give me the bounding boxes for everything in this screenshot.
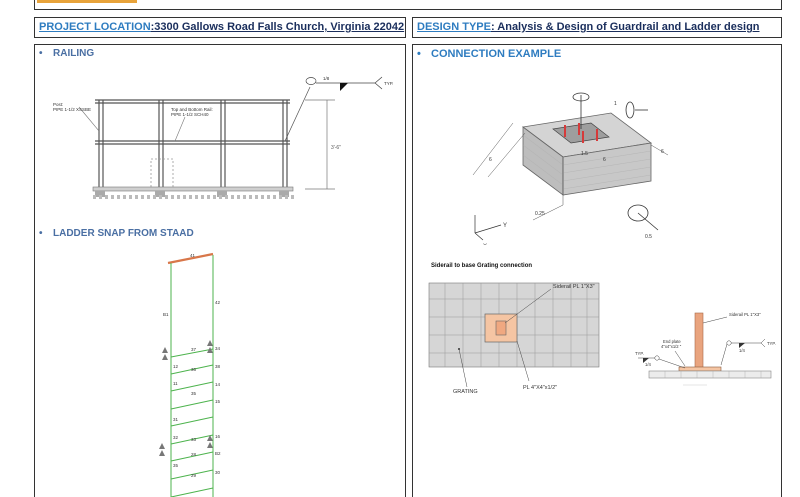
detail-typ-left: TYP. xyxy=(635,351,644,356)
right-panel: •CONNECTION EXAMPLE xyxy=(412,44,782,497)
design-type-cell: DESIGN TYPE: Analysis & Design of Guardr… xyxy=(412,17,782,38)
ladder-support-icons xyxy=(159,340,213,456)
weld-symbol-icon xyxy=(305,77,317,85)
siderail-elevation-detail: Siderail PL 1"X3" End plate 4"x4"x1/2 " … xyxy=(635,312,776,386)
end-plate-size: 4"x4"x1/2 " xyxy=(661,344,682,349)
ladder-node-label: 32 xyxy=(173,435,179,440)
end-plate xyxy=(678,366,722,372)
dimension-label: 6 xyxy=(661,149,664,155)
top-title-frame xyxy=(34,0,782,10)
ladder-node-label: 16 xyxy=(215,434,221,439)
weld-symbol-icon xyxy=(654,355,660,361)
ladder-staad-model: 41 42 B1 37 34 12 36 38 11 35 14 15 31 3… xyxy=(159,252,221,497)
ladder-node-label: 14 xyxy=(215,382,221,387)
axis-y-label: Y xyxy=(503,223,507,229)
detail-siderail-label: Siderail PL 1"X3" xyxy=(729,312,761,317)
ladder-node-label: 35 xyxy=(173,463,179,468)
railing-post-label: Post: xyxy=(53,102,63,107)
ladder-node-label: 38 xyxy=(215,364,221,369)
connection-example-title: •CONNECTION EXAMPLE xyxy=(417,48,562,60)
detail-typ-right: TYP. xyxy=(767,341,776,346)
ladder-node-label: 15 xyxy=(215,399,221,404)
dimension-label: 1 xyxy=(614,101,617,107)
connection-3d-drawing: Y X 1.5 6 6 6 0.5 0.25 1 xyxy=(472,92,669,245)
dimension-label: 0.25 xyxy=(535,211,545,217)
ladder-node-label: 30 xyxy=(215,470,221,475)
grating-label: GRATING xyxy=(453,389,478,395)
plate-label: PL 4"X4"x1/2" xyxy=(523,385,557,391)
ladder-node-label: 35 xyxy=(191,391,197,396)
ladder-node-label: 37 xyxy=(191,347,197,352)
ladder-node-label: 42 xyxy=(215,300,221,305)
dimension-label: 1.5 xyxy=(581,151,588,157)
end-plate-label: End plate xyxy=(663,339,681,344)
left-panel: •RAILING 3'-6" xyxy=(34,44,406,497)
anchor-bolts xyxy=(564,123,598,143)
siderail-plate xyxy=(694,312,704,370)
ladder-node-label: 31 xyxy=(173,417,179,422)
project-location-label: PROJECT LOCATION xyxy=(39,21,151,33)
siderail-label: Siderail PL 1"X3" xyxy=(553,284,595,290)
railing-post-spec: PIPE 1-1/2 XSSBE xyxy=(53,107,91,112)
dimension-label: 6 xyxy=(603,157,606,163)
ladder-node-label: 29 xyxy=(191,473,197,478)
ladder-node-label: B1 xyxy=(163,312,169,317)
ladder-node-label: 33 xyxy=(191,437,197,442)
ladder-rungs xyxy=(170,348,214,497)
railing-height-dimension: 3'-6" xyxy=(331,145,341,151)
railing-section-title: •RAILING xyxy=(39,48,95,59)
design-type-value: : Analysis & Design of Guardrail and Lad… xyxy=(490,21,760,33)
dimension-label: 6 xyxy=(489,157,492,163)
project-location-value: :3300 Gallows Road Falls Church, Virgini… xyxy=(150,21,405,33)
dimension-label: 0.5 xyxy=(645,234,652,240)
title-accent-bar xyxy=(37,0,137,3)
railing-elevation-drawing: 3'-6" 1/8 TYP. Post: PIPE 1-1/2 XSSBE To… xyxy=(53,76,393,199)
weld-symbol-icon xyxy=(726,340,732,346)
ladder-node-label: 28 xyxy=(191,452,197,457)
siderail-connection-title: Siderail to base Grating connection xyxy=(431,263,533,269)
ladder-section-title: •LADDER SNAP FROM STAAD xyxy=(39,228,194,239)
detail-weld-right: 1/4 xyxy=(739,348,745,353)
ladder-top-rung xyxy=(167,252,214,265)
ladder-node-label: 12 xyxy=(173,364,179,369)
ladder-node-label: 36 xyxy=(191,367,197,372)
rotation-arrow-icon xyxy=(627,204,649,222)
siderail-section xyxy=(495,320,507,336)
railing-rail-label: Top and Bottom Rail: xyxy=(171,107,213,112)
project-location-cell: PROJECT LOCATION:3300 Gallows Road Falls… xyxy=(34,17,406,38)
axis-x-label: X xyxy=(483,244,487,245)
ladder-node-label: 41 xyxy=(190,253,196,258)
railing-rail-spec: PIPE 1-1/2 SCH40 xyxy=(171,112,209,117)
ladder-node-label: B2 xyxy=(215,451,221,456)
grating-plan-drawing: Siderail PL 1"X3" PL 4"X4"x1/2" GRATING xyxy=(428,282,600,395)
ladder-node-label: 34 xyxy=(215,346,221,351)
design-type-label: DESIGN TYPE xyxy=(417,21,491,33)
railing-weld-note: TYP. xyxy=(384,81,393,86)
ladder-node-label: 11 xyxy=(173,381,178,386)
railing-weld-size: 1/8 xyxy=(323,76,330,81)
rotation-arrow-icon xyxy=(572,92,590,102)
detail-weld-left: 1/4 xyxy=(645,362,651,367)
